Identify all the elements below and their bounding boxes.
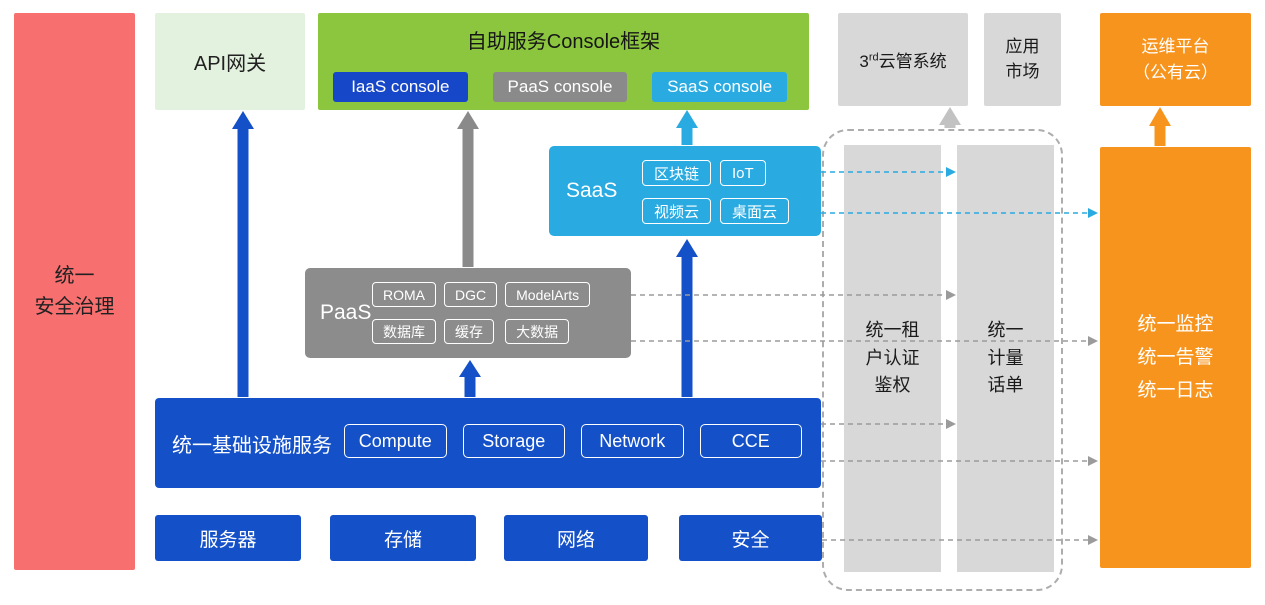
arrow-infra-to-api-gateway [232, 111, 254, 397]
console-frame-title: 自助服务Console框架 [466, 31, 661, 53]
saas-service-video-cloud: 视频云 [642, 198, 712, 224]
infrastructure-label: 统一基础设施服务 [172, 434, 332, 457]
om-platform-box: 运维平台 （公有云） [1100, 13, 1251, 106]
tenant-auth-label: 统一租 户认证 鉴权 [865, 319, 920, 396]
console-chip-row: IaaS console PaaS console SaaS console [333, 72, 788, 102]
paas-service-dgc: DGC [444, 282, 498, 307]
paas-service-roma: ROMA [372, 282, 436, 307]
third-party-cloud-mgmt-label: 3rd云管系统 [859, 51, 947, 71]
infra-service-storage: Storage [462, 424, 565, 458]
om-platform-label: 运维平台 （公有云） [1133, 37, 1218, 82]
saas-service-blockchain: 区块链 [642, 160, 712, 186]
infra-service-network: Network [581, 424, 684, 458]
metering-bar: 统一 计量 话单 [957, 145, 1054, 572]
paas-service-bigdata: 大数据 [505, 319, 570, 344]
app-market-box: 应用 市场 [984, 13, 1061, 106]
saas-console-chip: SaaS console [652, 72, 788, 102]
hardware-server-box: 服务器 [155, 515, 301, 561]
arrow-to-third-party-cloud [939, 107, 961, 128]
security-governance-bar: 统一 安全治理 [14, 13, 135, 570]
hardware-security-box: 安全 [679, 515, 822, 561]
third-party-cloud-mgmt-box: 3rd云管系统 [838, 13, 968, 106]
arrow-infra-to-paas [459, 360, 481, 397]
arrow-paas-to-console [457, 111, 479, 267]
arrow-saas-to-console [676, 110, 698, 145]
security-governance-label: 统一 安全治理 [34, 264, 115, 318]
arrow-to-om-platform [1149, 107, 1171, 146]
paas-console-chip: PaaS console [492, 72, 628, 102]
api-gateway-label: API网关 [193, 53, 267, 75]
shared-services-dashed-frame [822, 129, 1063, 591]
app-market-label: 应用 市场 [1005, 36, 1040, 81]
saas-label: SaaS [566, 179, 618, 202]
hardware-network-label: 网络 [556, 529, 595, 551]
infra-service-compute: Compute [344, 424, 447, 458]
iaas-console-chip: IaaS console [333, 72, 468, 102]
infrastructure-box: 统一基础设施服务 Compute Storage Network CCE [155, 398, 821, 488]
monitoring-box: 统一监控 统一告警 统一日志 [1100, 147, 1251, 568]
tenant-auth-bar: 统一租 户认证 鉴权 [844, 145, 941, 572]
hardware-storage-box: 存储 [330, 515, 476, 561]
paas-service-database: 数据库 [372, 319, 436, 344]
saas-service-iot: IoT [720, 160, 766, 186]
api-gateway-box: API网关 [155, 13, 305, 110]
arrow-infra-to-saas [676, 239, 698, 397]
hardware-server-label: 服务器 [199, 529, 257, 551]
hardware-security-label: 安全 [731, 529, 770, 551]
infra-service-cce: CCE [699, 424, 802, 458]
metering-label: 统一 计量 话单 [987, 319, 1024, 396]
paas-service-cache: 缓存 [444, 319, 494, 344]
infrastructure-services: Compute Storage Network CCE [344, 424, 802, 458]
paas-service-modelarts: ModelArts [505, 282, 591, 307]
paas-box: PaaS ROMA DGC ModelArts 数据库 缓存 大数据 [305, 268, 631, 358]
console-frame-box: 自助服务Console框架 IaaS console PaaS console … [318, 13, 809, 110]
saas-box: SaaS 区块链 IoT 视频云 桌面云 [549, 146, 821, 236]
hardware-storage-label: 存储 [383, 529, 422, 551]
hardware-network-box: 网络 [504, 515, 648, 561]
saas-services: 区块链 IoT 视频云 桌面云 [642, 160, 790, 224]
saas-service-desktop-cloud: 桌面云 [720, 198, 790, 224]
paas-services: ROMA DGC ModelArts 数据库 缓存 大数据 [372, 282, 591, 344]
paas-label: PaaS [320, 301, 372, 324]
monitoring-label: 统一监控 统一告警 统一日志 [1137, 313, 1214, 402]
